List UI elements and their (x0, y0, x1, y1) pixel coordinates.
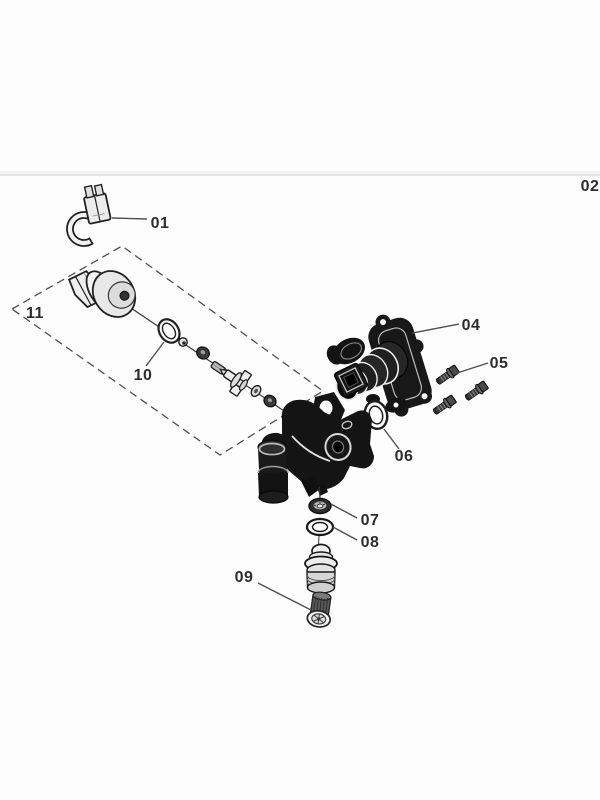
leader-07 (330, 503, 358, 519)
part-label-02: 02 (581, 178, 600, 195)
leader-04 (411, 323, 460, 334)
part-label-10: 10 (134, 367, 153, 384)
part-label-04: 04 (462, 317, 481, 334)
leader-10 (145, 341, 165, 367)
header-rule-smudge (0, 171, 600, 175)
part-label-11: 11 (26, 305, 44, 322)
washer-small (250, 384, 262, 398)
leader-06 (383, 428, 400, 450)
flange-screw-1 (435, 364, 460, 385)
seal-washer-07 (308, 497, 332, 515)
leader-09 (257, 582, 312, 611)
check-ball (178, 337, 188, 347)
part-label-06: 06 (395, 448, 414, 465)
valve-cartridge (67, 270, 137, 318)
o-ring-08 (305, 517, 335, 537)
hex-nut-rear (263, 394, 277, 408)
kit-group-box (10, 245, 325, 456)
part-label-08: 08 (361, 534, 380, 551)
part-label-05: 05 (490, 355, 509, 372)
o-ring-10 (157, 318, 181, 344)
part-label-01: 01 (151, 215, 170, 232)
drain-plug (304, 543, 338, 594)
leader-01 (111, 217, 148, 220)
valve-housing (257, 392, 374, 504)
flange-screw-3 (432, 394, 457, 415)
connector-cover (326, 314, 432, 417)
leader-05 (453, 362, 489, 375)
flange-screw-2 (464, 380, 489, 401)
hose-spout (257, 439, 289, 504)
stack-axis-line-1 (318, 486, 321, 500)
part-label-07: 07 (361, 512, 380, 529)
hex-nut-front (196, 346, 210, 360)
part-label-09: 09 (235, 569, 254, 586)
leader-08 (332, 526, 358, 541)
retaining-clip (66, 183, 112, 247)
stack-axis-line-2 (318, 535, 320, 546)
valve-spool (219, 368, 252, 397)
filter-insert-09 (306, 591, 332, 628)
